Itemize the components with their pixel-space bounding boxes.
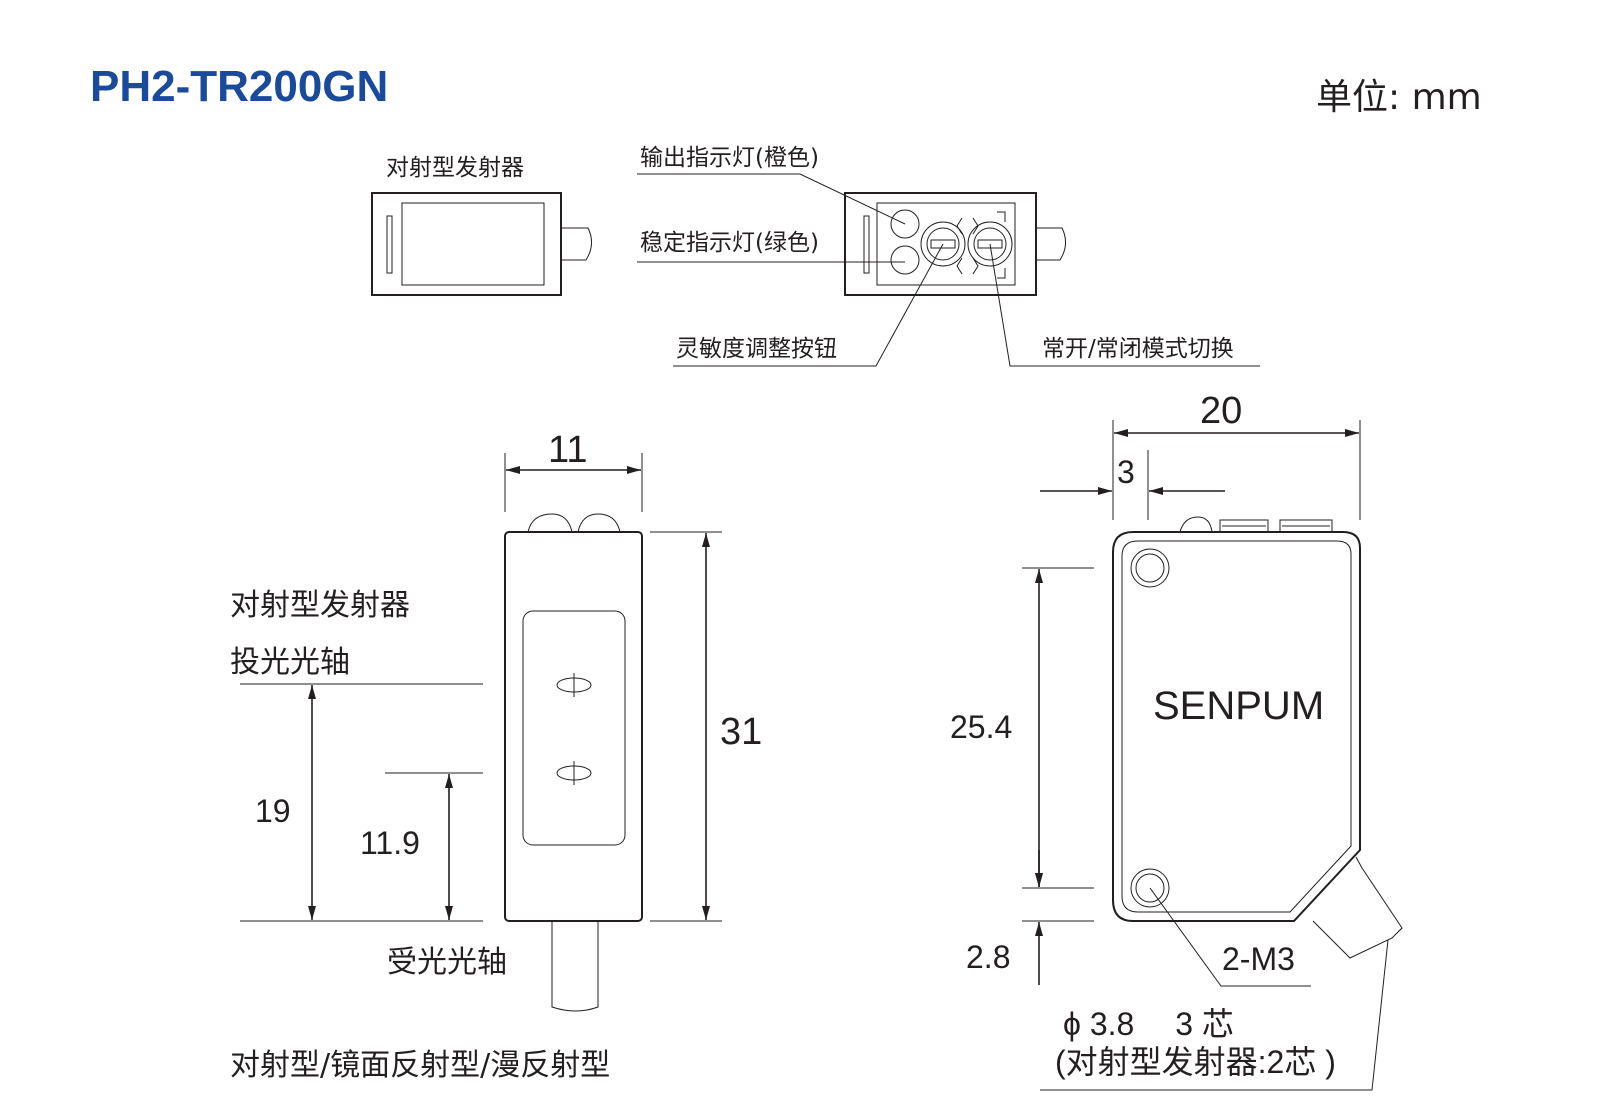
dim-height-31: 31: [720, 711, 762, 753]
model-title: PH2-TR200GN: [90, 62, 388, 111]
front-cable: [551, 921, 599, 1012]
front-caption: 对射型/镜面反射型/漫反射型: [230, 1048, 610, 1083]
receiver-top-view: 输出指示灯(橙色) 稳定指示灯(绿色) 灵敏度调整按钮 常开/常闭模式切换: [637, 145, 1260, 367]
sensor-front-body: [504, 531, 643, 922]
stable-led-label: 稳定指示灯(绿色): [640, 230, 819, 256]
dim-19: 19: [255, 793, 291, 829]
receiving-axis-label: 受光光轴: [387, 945, 507, 980]
sensitivity-label: 灵敏度调整按钮: [676, 336, 837, 362]
dim-offset-3: 3: [1117, 454, 1135, 490]
cable-spec-line1: ϕ 3.8 3 芯: [1063, 1006, 1234, 1042]
mount-hole-top-icon: [1130, 548, 1170, 588]
cable-spec-line2: (对射型发射器:2芯 ): [1055, 1044, 1336, 1080]
dim-width-11: 11: [548, 429, 587, 471]
lens-window: [522, 610, 626, 846]
brand-logo: SENPUM: [1153, 684, 1324, 728]
side-view: SENPUM 20 3 25.4 2.8 2-M3 ϕ 3.8 3 芯 (对射型…: [950, 390, 1403, 1091]
emitter-top-view: 对射型发射器: [371, 155, 592, 296]
screw-label: 2-M3: [1222, 941, 1295, 977]
front-emitter-label: 对射型发射器: [230, 588, 410, 623]
mode-switch-label: 常开/常闭模式切换: [1042, 336, 1234, 362]
output-led-label: 输出指示灯(橙色): [640, 145, 819, 171]
sensitivity-knob-icon: [920, 221, 966, 267]
mount-hole-bottom-icon: [1130, 868, 1170, 908]
dim-11-9: 11.9: [360, 825, 420, 861]
unit-label: 单位: mm: [1316, 77, 1482, 118]
emitter-label: 对射型发射器: [386, 155, 524, 181]
dim-hole-pitch: 25.4: [950, 709, 1012, 745]
dim-hole-bottom: 2.8: [966, 939, 1010, 975]
dim-width-20: 20: [1200, 390, 1242, 432]
sensor-side-body: [1112, 531, 1361, 922]
stable-led-icon: [890, 245, 920, 275]
projection-axis-label: 投光光轴: [230, 645, 350, 680]
output-led-icon: [890, 209, 920, 239]
side-cable: [1312, 856, 1403, 959]
front-view: 11 31 19 11.9 对射型发射器 投光光轴 受光光轴 对射型/镜面反射型…: [230, 429, 762, 1083]
mode-switch-icon: [967, 221, 1013, 267]
